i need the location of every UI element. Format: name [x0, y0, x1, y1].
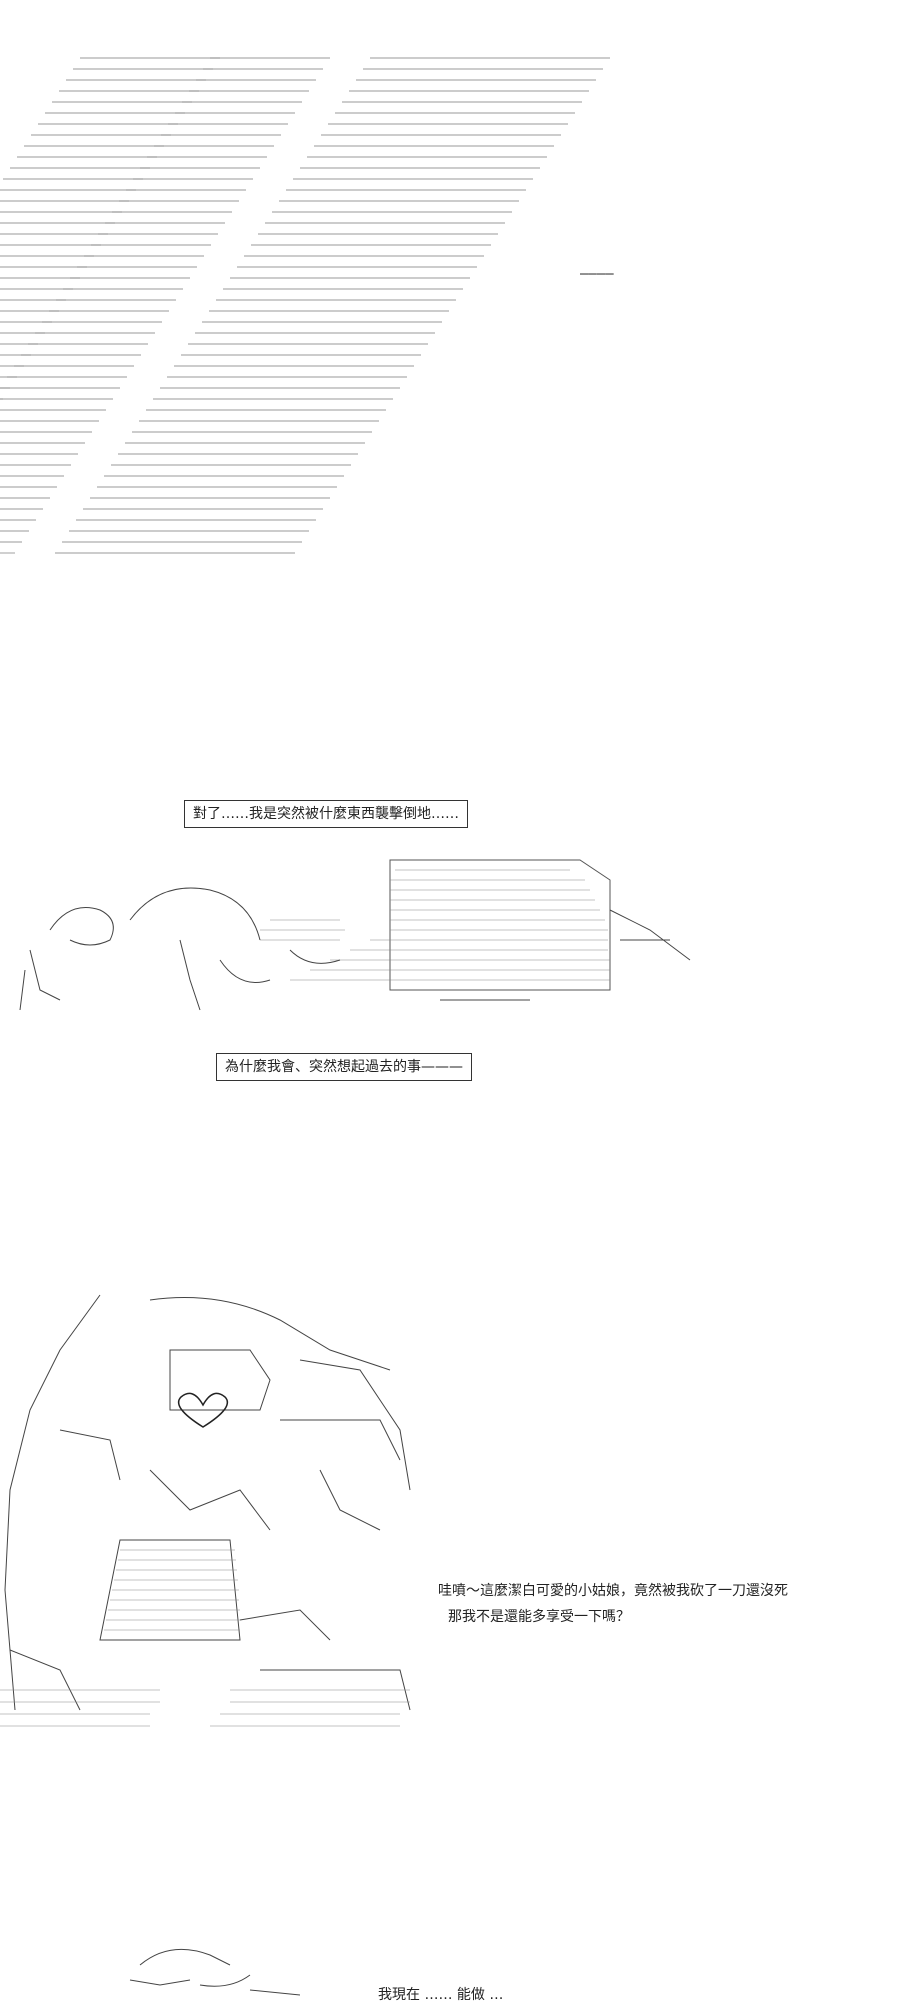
speech-text: 哇噴～這麼潔白可愛的小姑娘，竟然被我砍了一刀還沒死 那我不是還能多享受一下嗎？	[438, 1578, 788, 1630]
heart-icon	[177, 1392, 229, 1428]
speed-lines-art	[0, 50, 640, 580]
dash-mark: ————	[580, 266, 614, 282]
fallen-figure-art	[10, 840, 710, 1050]
caption-bottom-text: 為什麼我會、突然想起過去的事———	[225, 1059, 463, 1075]
speech-line-2: 那我不是還能多享受一下嗎？	[448, 1609, 630, 1625]
attacker-figure-art	[0, 1290, 420, 1770]
caption-bottom: 為什麼我會、突然想起過去的事———	[216, 1053, 472, 1081]
bottom-partial-text: 我現在 …… 能做 …	[378, 1987, 504, 2003]
bottom-figure-art	[100, 1935, 300, 2000]
caption-top: 對了……我是突然被什麼東西襲擊倒地……	[184, 800, 468, 828]
speech-line-1: 哇噴～這麼潔白可愛的小姑娘，竟然被我砍了一刀還沒死	[438, 1583, 788, 1599]
caption-top-text: 對了……我是突然被什麼東西襲擊倒地……	[193, 806, 459, 822]
